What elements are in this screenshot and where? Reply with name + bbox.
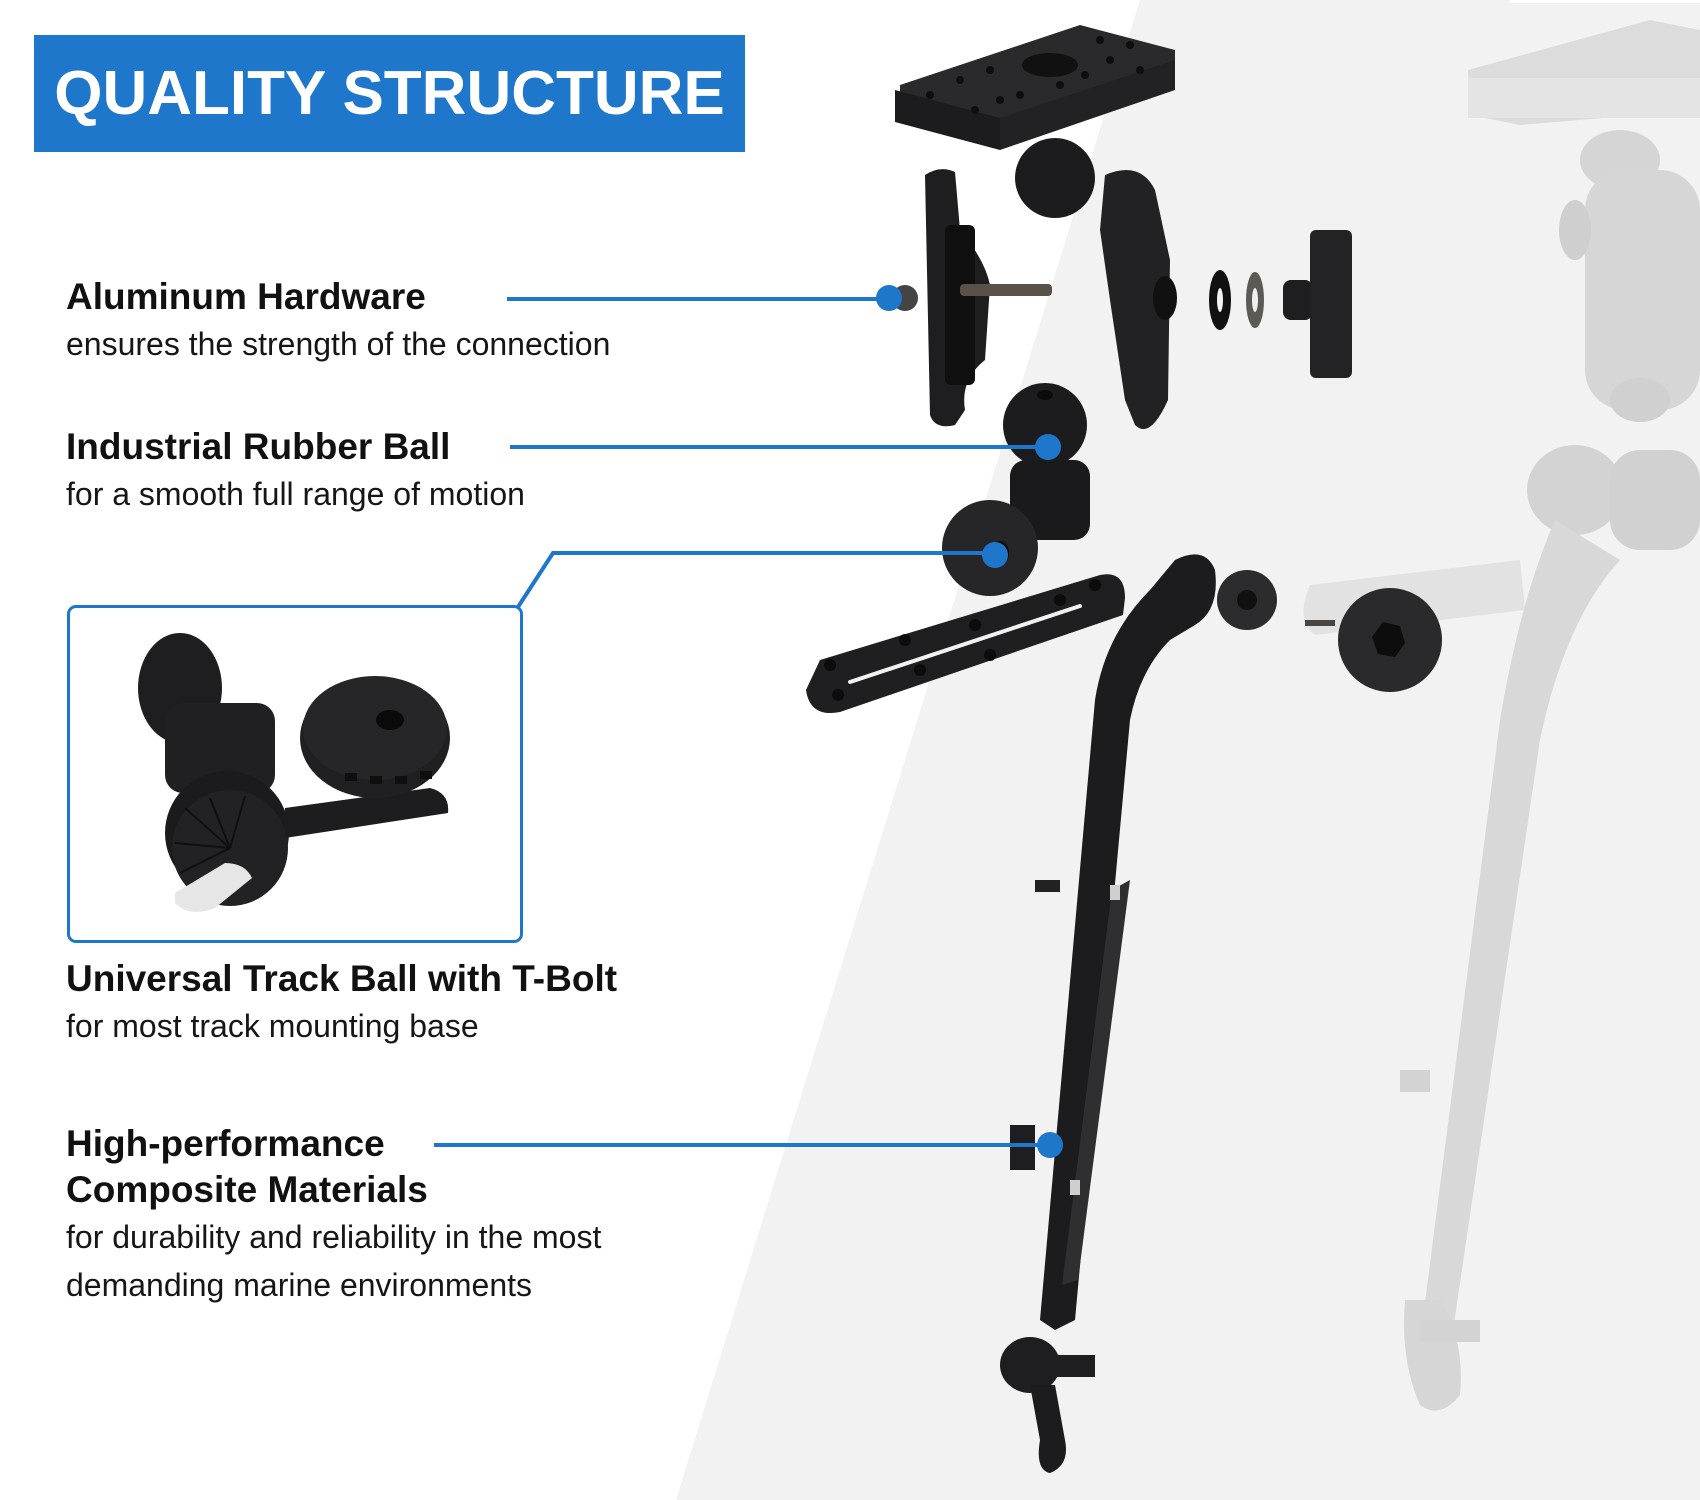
- feature-aluminum-hardware: Aluminum Hardware ensures the strength o…: [66, 274, 610, 368]
- feature-heading: Industrial Rubber Ball: [66, 426, 451, 467]
- feature-heading: Aluminum Hardware: [66, 276, 426, 317]
- mounting-plate-image: [895, 25, 1175, 150]
- feature-description-line2: demanding marine environments: [66, 1267, 533, 1303]
- feature-universal-track-ball: Universal Track Ball with T-Bolt for mos…: [66, 956, 617, 1050]
- track-ball-adapter-image: [942, 383, 1090, 596]
- track-ball-t-bolt-image: [138, 633, 450, 912]
- feature-description: ensures the strength of the connection: [66, 326, 611, 362]
- feature-industrial-rubber-ball: Industrial Rubber Ball for a smooth full…: [66, 424, 525, 518]
- arm-left-half-image: [892, 169, 1052, 427]
- feature-description-line1: for durability and reliability in the mo…: [66, 1219, 602, 1255]
- arm-right-half-image: [1100, 170, 1177, 430]
- track-rail-image: [806, 574, 1125, 714]
- extension-arm-image: [1000, 554, 1277, 1473]
- upper-ball-image: [1015, 138, 1095, 218]
- feature-composite-materials: High-performance Composite Materials for…: [66, 1121, 601, 1309]
- feature-heading-line2: Composite Materials: [66, 1169, 428, 1210]
- feature-description: for most track mounting base: [66, 1008, 479, 1044]
- feature-description: for a smooth full range of motion: [66, 476, 525, 512]
- feature-heading-line1: High-performance: [66, 1123, 385, 1164]
- t-knob-image: [1283, 230, 1352, 378]
- title-banner: QUALITY STRUCTURE: [34, 35, 745, 152]
- track-ball-inset-frame: [67, 605, 523, 943]
- feature-heading: Universal Track Ball with T-Bolt: [66, 958, 618, 999]
- assembled-mount-ghost-image: [1303, 20, 1700, 1411]
- star-knob-image: [1305, 588, 1442, 692]
- page-title: QUALITY STRUCTURE: [54, 58, 725, 128]
